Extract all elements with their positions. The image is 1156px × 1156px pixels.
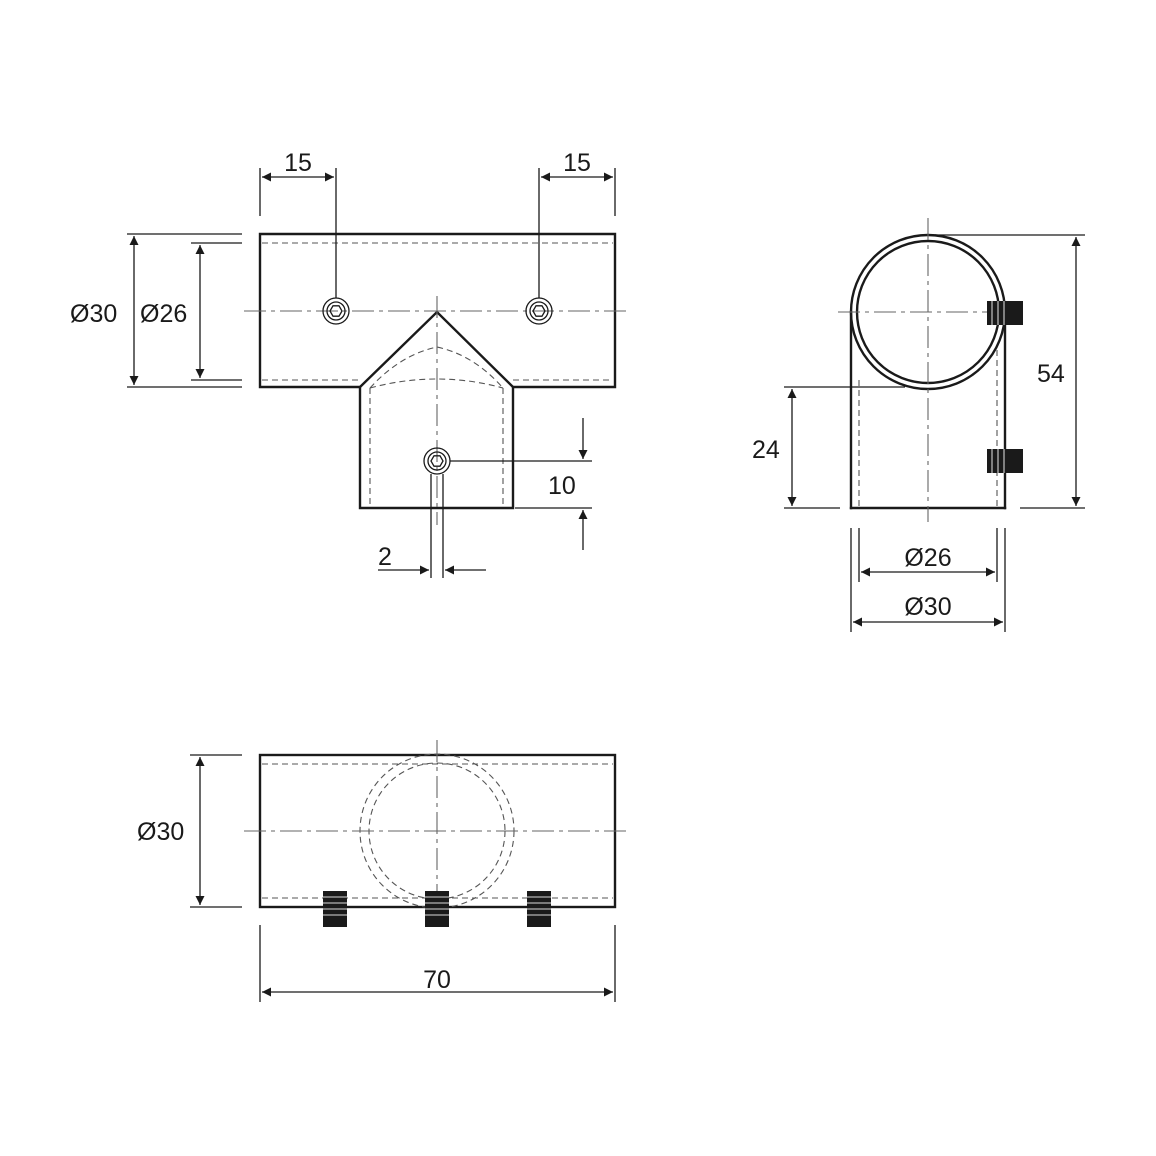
front-hidden-arc (369, 346, 504, 389)
bottom-grub-screw-right-icon (527, 891, 551, 927)
side-view: 54 24 Ø26 Ø30 (752, 218, 1085, 632)
front-view-outline (258, 232, 617, 510)
dim-side-total-height: 54 (1037, 360, 1065, 388)
dim-side-outer-diameter: Ø30 (904, 593, 951, 621)
dim-side-stem-height: 24 (752, 436, 780, 464)
dim-bottom-length: 70 (423, 966, 451, 994)
dim-top-pitch-left: 15 (284, 149, 312, 177)
front-view: 15 15 Ø30 Ø26 10 2 (70, 149, 630, 578)
dim-bottom-diameter: Ø30 (137, 818, 184, 846)
dim-screw-offset: 10 (548, 472, 576, 500)
dim-screw-width: 2 (378, 543, 392, 571)
dim-top-pitch-right: 15 (563, 149, 591, 177)
dim-inner-diameter-front: Ø26 (140, 300, 187, 328)
dim-outer-diameter-front: Ø30 (70, 300, 117, 328)
bottom-grub-screw-center-icon (425, 891, 449, 927)
bottom-grub-screw-left-icon (323, 891, 347, 927)
bottom-view: Ø30 70 (137, 740, 630, 1002)
side-grub-screw-upper-icon (987, 301, 1023, 325)
dim-side-inner-diameter: Ø26 (904, 544, 951, 572)
side-grub-screw-lower-icon (987, 449, 1023, 473)
front-hidden-arc-inner (369, 378, 504, 389)
